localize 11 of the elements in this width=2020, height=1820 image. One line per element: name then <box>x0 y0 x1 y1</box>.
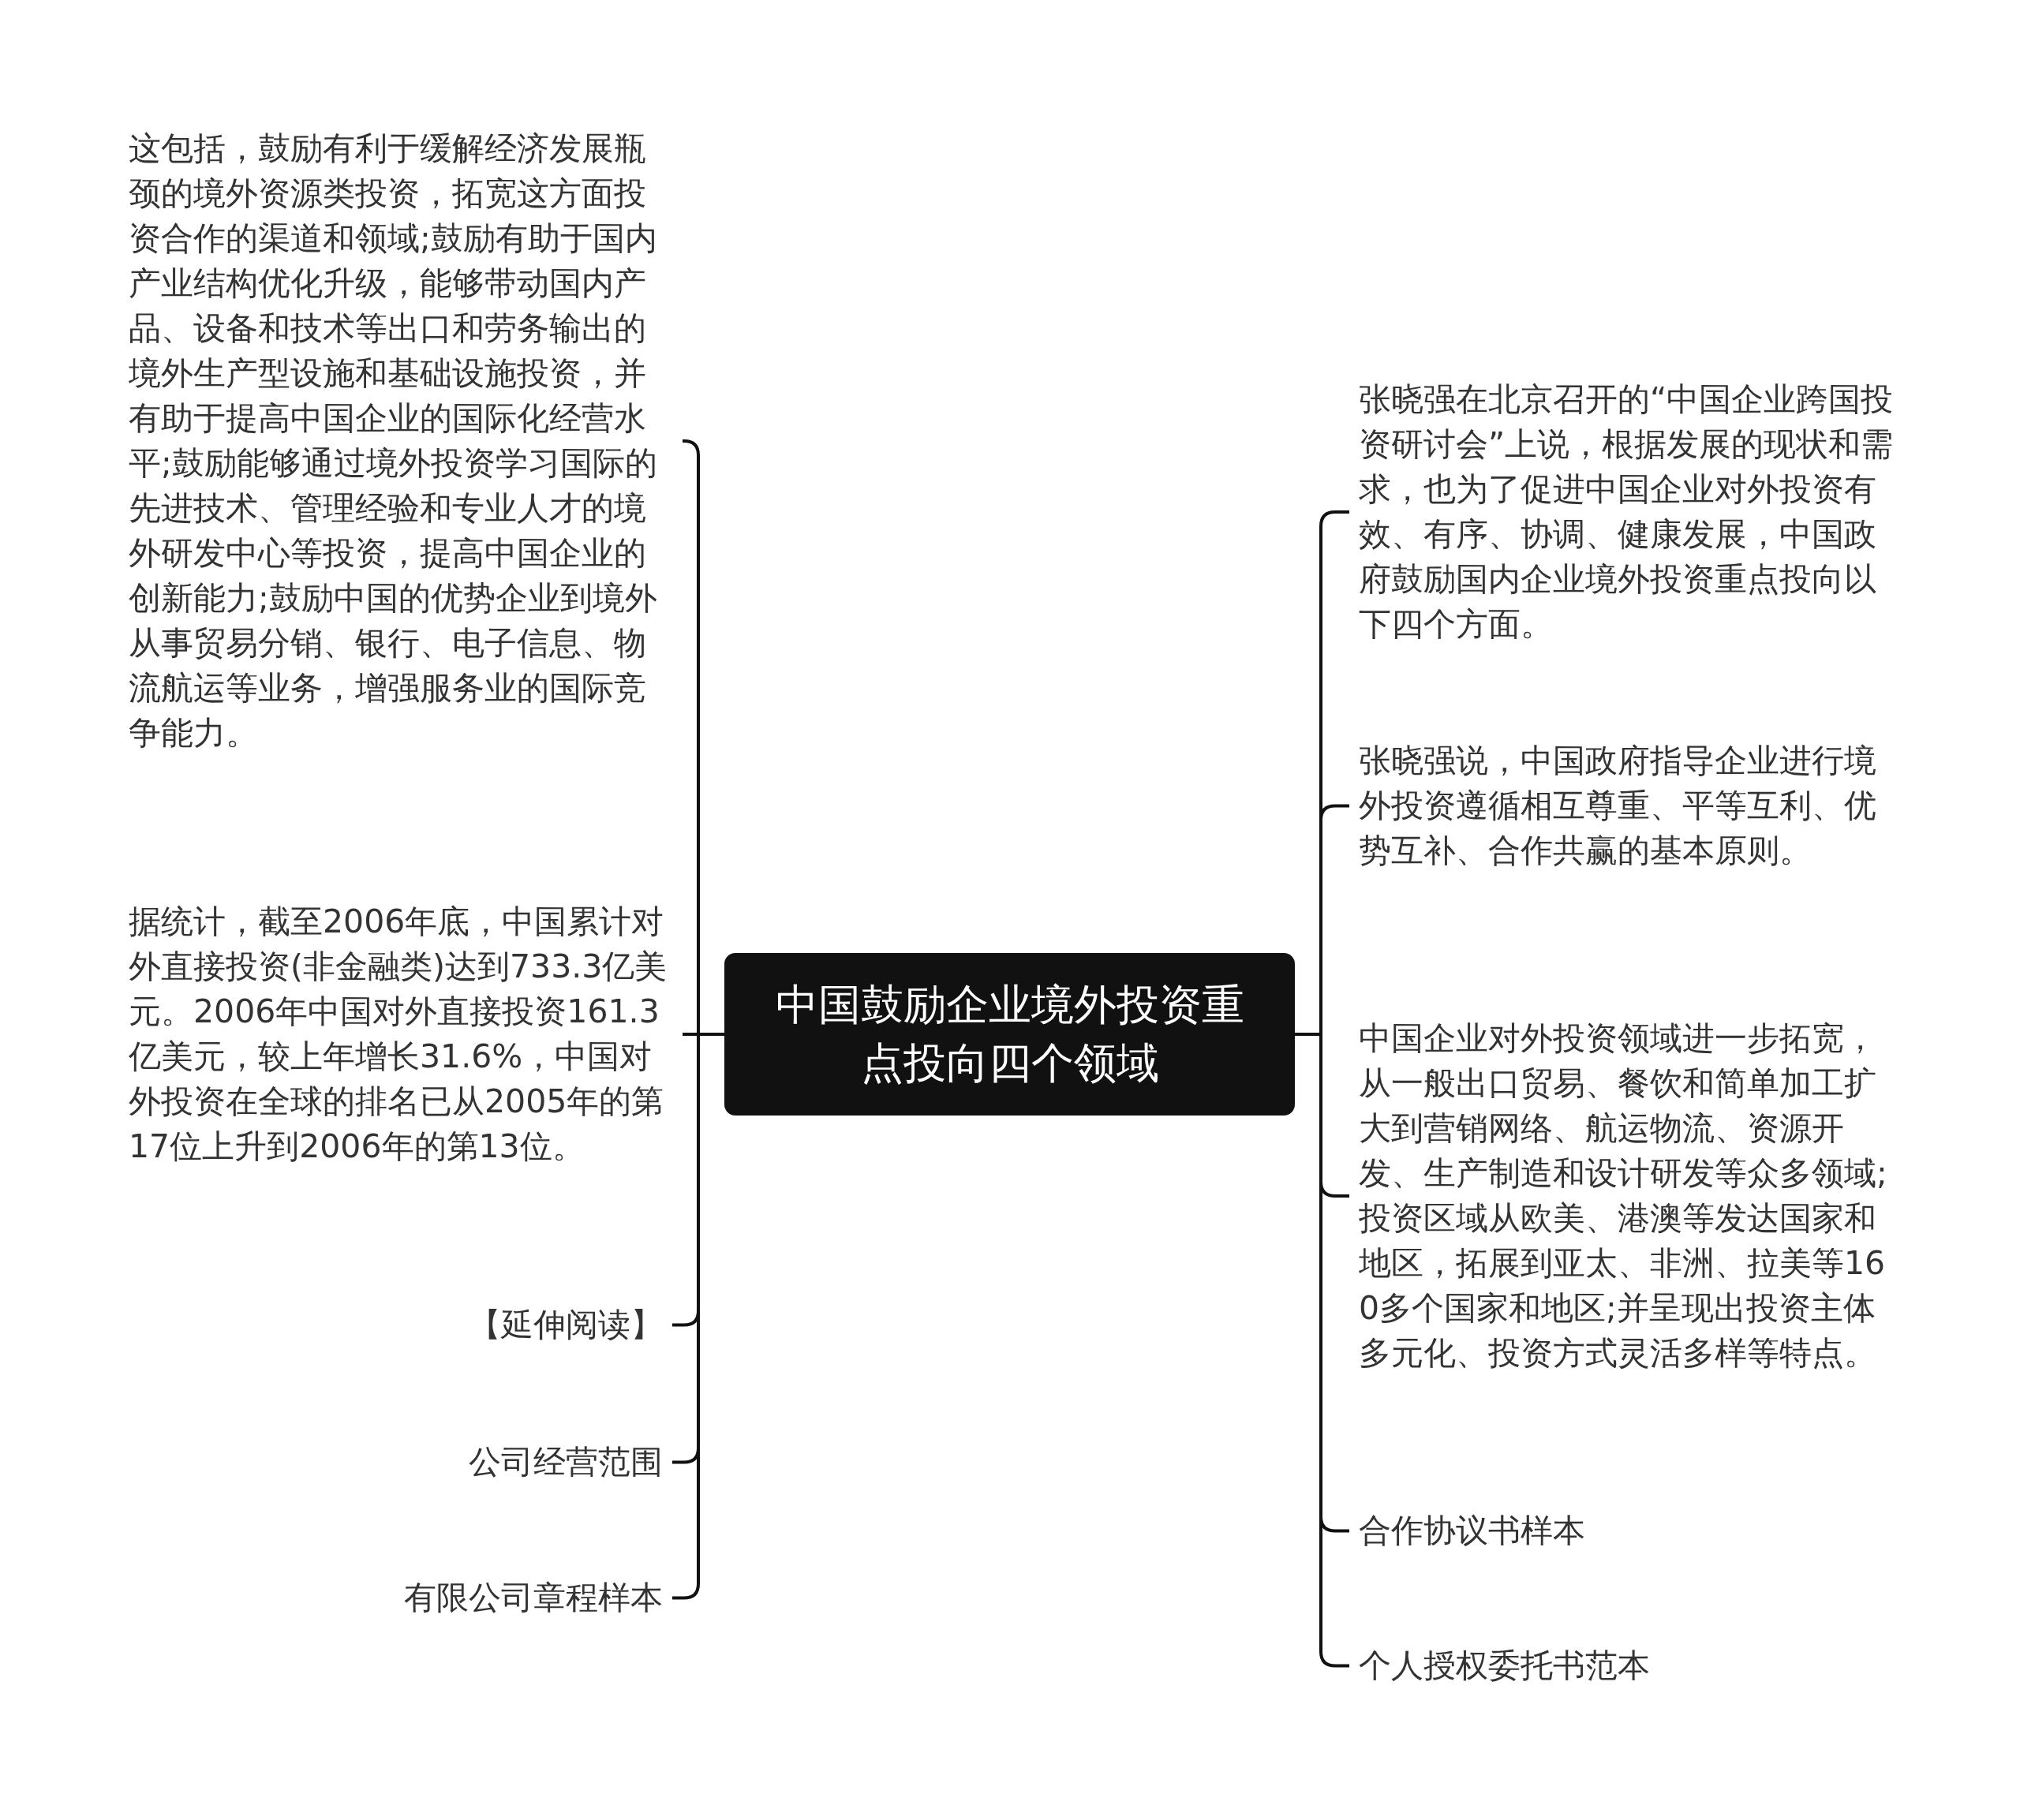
topic-text: 【延伸阅读】 <box>469 1302 663 1347</box>
topic-text: 公司经营范围 <box>469 1439 663 1485</box>
topic-text: 据统计，截至2006年底，中国累计对外直接投资(非金融类)达到733.3亿美元。2006年中国对外直接投资161.3亿美元，较上年增长31.6%，中国对外投资在全球的排名已从2005年的第17位上升到2006年的第13位。 <box>129 899 673 1169</box>
topic-text: 个人授权委托书范本 <box>1359 1642 1650 1688</box>
topic-text: 合作协议书样本 <box>1359 1508 1585 1553</box>
topic-text: 中国企业对外投资领域进一步拓宽，从一般出口贸易、餐饮和简单加工扩大到营销网络、航运物流、资源开发、生产制造和设计研发等众多领域;投资区域从欧美、港澳等发达国家和地区，拓展到亚太、非洲、拉美等160多个国家和地区;并呈现出投资主体多元化、投资方式灵活多样等特点。 <box>1359 1016 1895 1376</box>
topic-text: 这包括，鼓励有利于缓解经济发展瓶颈的境外资源类投资，拓宽这方面投资合作的渠道和领域;鼓励有助于国内产业结构优化升级，能够带动国内产品、设备和技术等出口和劳务输出的境外生产型设施和基础设施投资，并有助于提高中国企业的国际化经营水平;鼓励能够通过境外投资学习国际的先进技术、管理经验和专业人才的境外研发中心等投资，提高中国企业的创新能力;鼓励中国的优势企业到境外从事贸易分销、银行、电子信息、物流航运等业务，增强服务业的国际竞争能力。 <box>129 126 673 756</box>
central-topic-box: 中国鼓励企业境外投资重点投向四个领域 <box>724 953 1295 1116</box>
topic-text: 张晓强在北京召开的“中国企业跨国投资研讨会”上说，根据发展的现状和需求，也为了促进中国企业对外投资有效、有序、协调、健康发展，中国政府鼓励国内企业境外投资重点投向以下四个方面。 <box>1359 377 1895 647</box>
topic-text: 张晓强说，中国政府指导企业进行境外投资遵循相互尊重、平等互利、优势互补、合作共赢的基本原则。 <box>1359 738 1895 873</box>
topic-text: 有限公司章程样本 <box>404 1575 663 1620</box>
